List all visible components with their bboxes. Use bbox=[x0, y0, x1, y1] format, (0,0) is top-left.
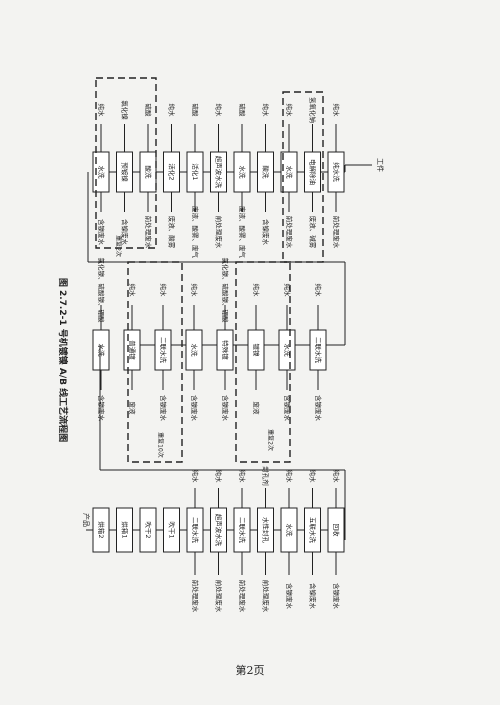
row2-step-3-label: 特殊镀 bbox=[221, 340, 230, 360]
row3-step-8-box bbox=[139, 507, 157, 553]
row2-loop-box-b bbox=[235, 261, 291, 463]
row1-output-9: 含镍废水 bbox=[121, 219, 130, 246]
row3-output-4: 前处理废水 bbox=[238, 580, 247, 613]
row2-output-3: 含镍废水 bbox=[221, 395, 230, 422]
row2-step-7-label: 水洗 bbox=[97, 344, 106, 358]
row2-output-6: 废液 bbox=[128, 402, 137, 416]
row2-output-2: 废液 bbox=[252, 402, 261, 416]
row3-step-5-label: 超声波水洗 bbox=[215, 514, 224, 547]
row1-loop-box-a bbox=[95, 77, 157, 249]
row2-output-7: 含镍废水 bbox=[97, 395, 106, 422]
row3-step-7-box bbox=[163, 507, 180, 553]
row1-loop-box-b bbox=[282, 91, 324, 263]
row3-step-9-label: 烘箱1 bbox=[121, 521, 130, 538]
row2-loop-note-2: 重复10次 bbox=[157, 432, 165, 458]
row2-step-1-label: 水洗 bbox=[283, 344, 292, 358]
row3-output-0: 含镍废水 bbox=[332, 583, 341, 610]
row3-step-10-label: 烘箱2 bbox=[97, 521, 106, 538]
row2-step-2-label: 镀镍 bbox=[252, 344, 261, 358]
row3-input-4: 纯水 bbox=[238, 470, 247, 484]
row1-output-3: 含镍废水 bbox=[262, 219, 271, 246]
row1-step-0-label: 纯水洗 bbox=[332, 162, 341, 182]
row3-exit-label: 产品 bbox=[82, 513, 91, 527]
row1-step-7-label: 活化2 bbox=[168, 163, 177, 180]
row1-step-6-label: 活化1 bbox=[191, 163, 200, 180]
row3-output-3: 前处理废水 bbox=[262, 580, 271, 613]
row1-input-0: 纯水 bbox=[332, 104, 341, 118]
row1-step-9-label: 预镀镍 bbox=[121, 162, 130, 182]
row3-step-2-label: 水洗 bbox=[285, 524, 294, 538]
row2-output-0: 含镍废水 bbox=[314, 395, 323, 422]
row2-input-6: 纯水 bbox=[128, 284, 137, 298]
row2-input-1: 纯水 bbox=[283, 284, 292, 298]
row3-step-1-label: 五联水洗 bbox=[309, 517, 318, 544]
row1-output-6: 废液、酸雾、废气 bbox=[191, 206, 200, 259]
row3-input-1: 纯水 bbox=[309, 470, 318, 484]
row2-step-0-label: 二联水洗 bbox=[314, 337, 323, 364]
row3-step-0-label: 回收 bbox=[332, 524, 341, 538]
row2-output-5: 含镍废水 bbox=[159, 395, 168, 422]
row2-output-4: 含镍废水 bbox=[190, 395, 199, 422]
row1-output-4: 废液、酸雾、废气 bbox=[238, 206, 247, 259]
row1-output-1: 废液、碱雾 bbox=[309, 216, 318, 249]
row3-input-5: 纯水 bbox=[215, 470, 224, 484]
row3-output-2: 含镍废水 bbox=[285, 583, 294, 610]
row1-output-10: 含镍废水 bbox=[97, 219, 106, 246]
row1-input-2: 纯水 bbox=[285, 104, 294, 118]
row3-output-1: 含镍废水 bbox=[309, 583, 318, 610]
row2-input-0: 纯水 bbox=[314, 284, 323, 298]
row1-input-3: 纯水 bbox=[262, 104, 271, 118]
workpiece-label: 工件 bbox=[376, 158, 385, 172]
row3-step-8-label: 吹干2 bbox=[144, 521, 153, 538]
row3-step-6-label: 二联水洗 bbox=[191, 517, 200, 544]
row3-input-3: 封孔剂 bbox=[262, 466, 271, 486]
figure-title: 图 2.7.2-1 号机镀镍 A/B 线工艺流程图 bbox=[57, 278, 69, 442]
row2-step-5-label: 二联水洗 bbox=[159, 337, 168, 364]
row2-input-2: 纯水 bbox=[252, 284, 261, 298]
row1-step-1-label: 电解除油 bbox=[309, 159, 318, 185]
row2-loop-note: 重复2次 bbox=[267, 429, 275, 451]
row3-step-3-label: 水性封孔 bbox=[262, 517, 271, 544]
row3-step-4-label: 二联水洗 bbox=[238, 517, 247, 544]
row1-input-4: 硫酸 bbox=[238, 104, 247, 118]
row1-output-5: 前处理废水 bbox=[215, 216, 224, 249]
page-number: 第2页 bbox=[235, 664, 265, 677]
row1-loop-note: 重复2次 bbox=[115, 235, 123, 257]
row1-output-7: 废液、酸雾 bbox=[168, 216, 177, 249]
row1-step-2-label: 水洗 bbox=[285, 166, 294, 180]
row1-input-1: 氢氧化钠 bbox=[309, 97, 318, 123]
row1-output-0: 前处理废水 bbox=[332, 216, 341, 249]
row1-input-5: 纯水 bbox=[215, 104, 224, 118]
row2-input-5: 纯水 bbox=[159, 284, 168, 298]
row1-step-5-label: 超声波水洗 bbox=[215, 156, 224, 189]
row3-input-6: 纯水 bbox=[191, 470, 200, 484]
row3-step-9-box bbox=[116, 507, 133, 553]
row1-input-10: 纯水 bbox=[97, 104, 106, 118]
row3-output-5: 前处理废水 bbox=[215, 580, 224, 613]
row1-step-4-label: 水洗 bbox=[238, 166, 247, 180]
row2-input-3: 氯化镍、硫酸镍、硼酸 bbox=[221, 258, 230, 324]
row2-input-4: 纯水 bbox=[190, 284, 199, 298]
row1-step-3-label: 酸洗 bbox=[262, 166, 271, 180]
row3-input-2: 纯水 bbox=[285, 470, 294, 484]
row1-input-6: 硫酸 bbox=[191, 104, 200, 118]
row1-input-8: 硫酸 bbox=[144, 104, 153, 118]
row1-input-7: 纯水 bbox=[168, 104, 177, 118]
row3-step-7-label: 吹干1 bbox=[168, 521, 177, 538]
row2-step-4-label: 水洗 bbox=[190, 344, 199, 358]
row2-loop-box-a bbox=[127, 261, 183, 463]
row1-step-8-label: 酸洗 bbox=[144, 166, 153, 180]
row2-input-7: 氯化镍、硫酸镍、硼酸 bbox=[97, 258, 106, 324]
row3-output-6: 前处理废水 bbox=[191, 580, 200, 613]
row2-output-1: 含镍废水 bbox=[283, 395, 292, 422]
row2-step-6-label: 普通镀 bbox=[128, 340, 137, 360]
row3-step-10-box bbox=[92, 507, 110, 553]
row1-output-8: 前处理废水 bbox=[144, 216, 153, 249]
row3-input-0: 纯水 bbox=[332, 470, 341, 484]
row1-step-10-label: 水洗 bbox=[97, 166, 106, 180]
row1-input-9: 氯化镍 bbox=[121, 100, 130, 120]
row1-output-2: 前处理废水 bbox=[285, 216, 294, 249]
